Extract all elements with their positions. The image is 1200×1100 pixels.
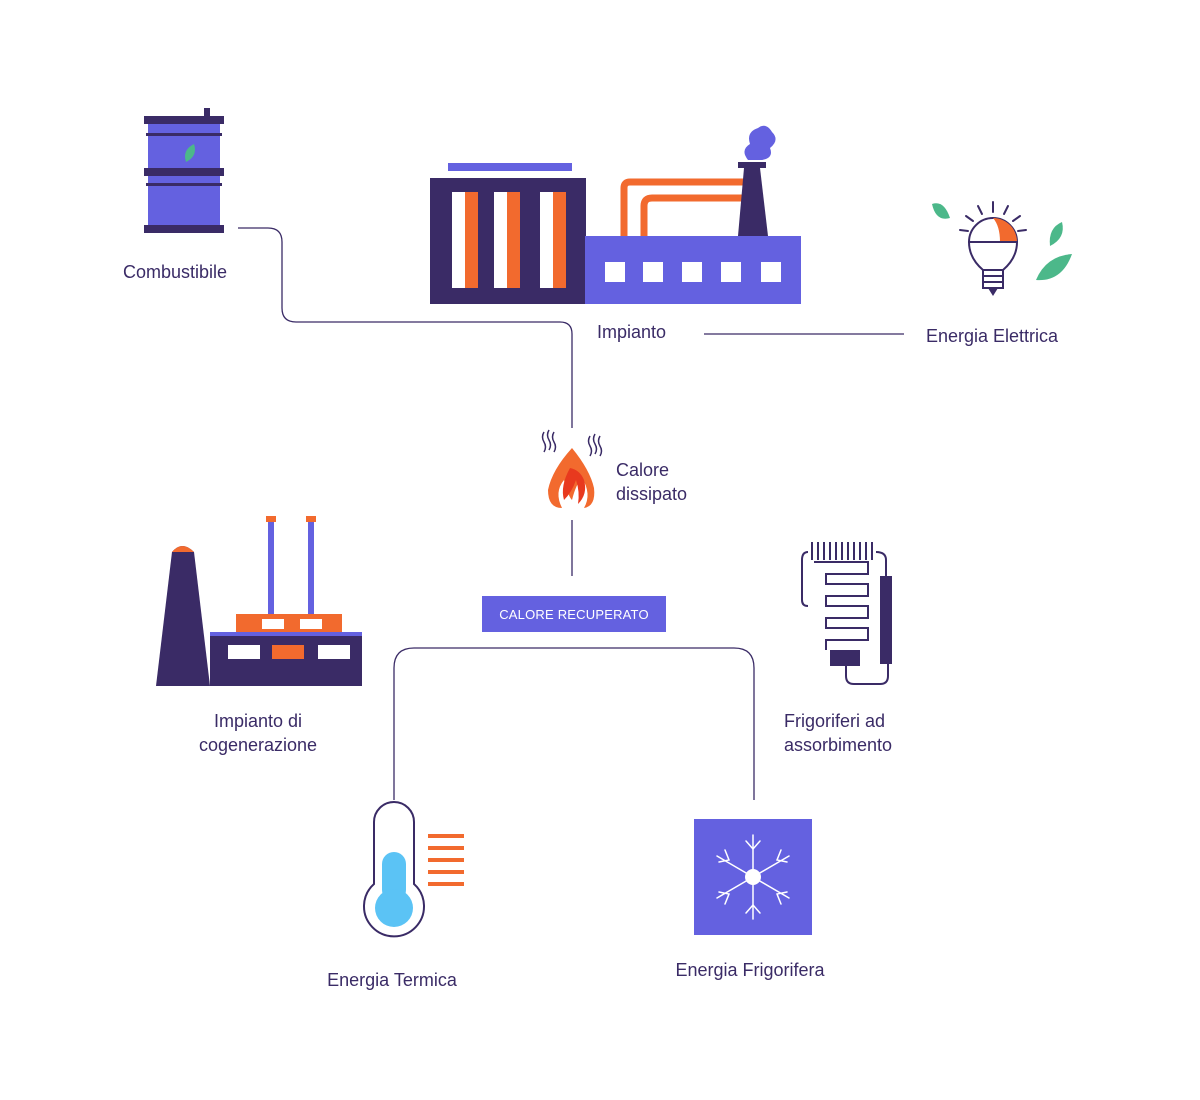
smoke-icon — [744, 125, 776, 160]
snowflake-icon — [694, 819, 812, 935]
connector-recovered-split — [393, 647, 755, 800]
leaf-icon — [932, 203, 950, 219]
thermometer-icon — [363, 801, 464, 938]
calore-recuperato-badge: CALORE RECUPERATO — [482, 596, 666, 632]
light-bulb-icon — [932, 201, 1072, 296]
power-plant-icon — [430, 125, 801, 304]
connector-fuel-to-plant — [238, 227, 573, 428]
flame-icon — [541, 429, 603, 508]
label-energia-frigorifera: Energia Frigorifera — [675, 960, 825, 980]
connector-lines — [238, 227, 904, 800]
fuel-barrel-icon — [144, 108, 224, 233]
label-combustibile: Combustibile — [123, 262, 228, 282]
label-impianto: Impianto — [597, 322, 667, 342]
leaf-icon — [1049, 222, 1063, 246]
leaf-icon — [1036, 254, 1072, 281]
label-energia-termica: Energia Termica — [327, 970, 457, 990]
label-impianto-cogenerazione: Impianto di cogenerazione — [198, 711, 318, 755]
leaf-icon — [185, 144, 195, 162]
label-energia-elettrica: Energia Elettrica — [926, 326, 1059, 346]
absorption-chiller-icon — [801, 542, 892, 685]
label-frigoriferi-assorbimento: Frigoriferi ad assorbimento — [784, 711, 893, 755]
cogeneration-plant-icon — [156, 516, 362, 686]
label-calore-dissipato: Calore dissipato — [616, 460, 688, 504]
